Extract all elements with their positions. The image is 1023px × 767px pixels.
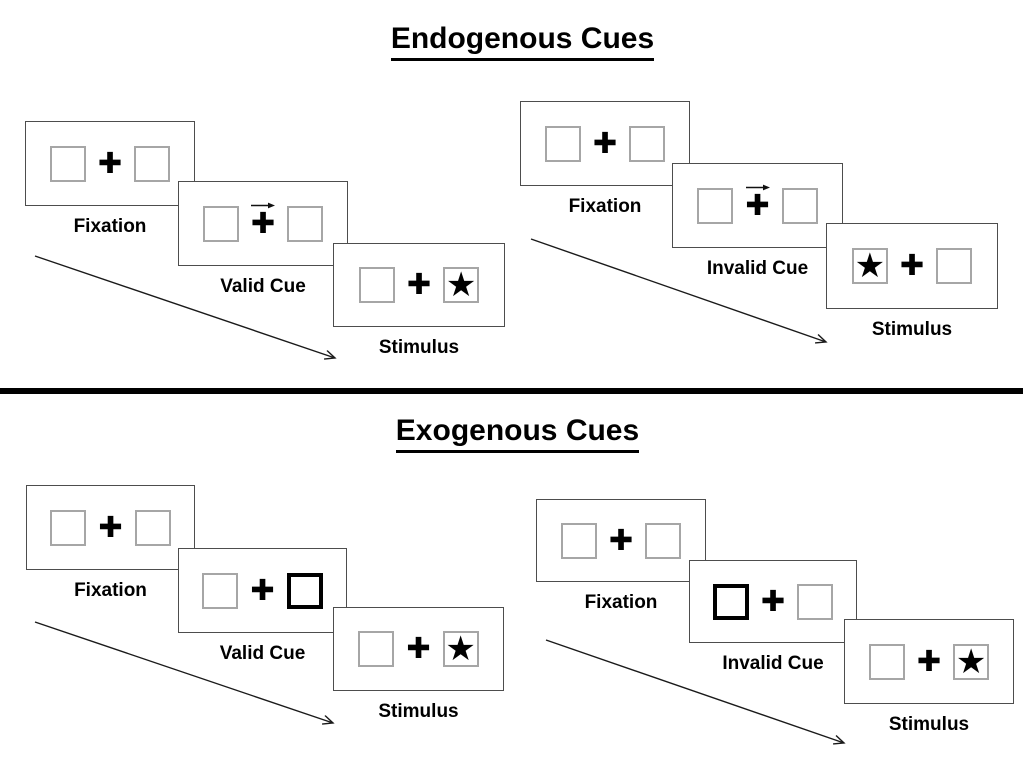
- stimulus-panel: ★ ✚ Stimulus: [826, 223, 998, 340]
- fixation-cross-icon: ✚: [592, 127, 618, 160]
- stimulus-panel: ✚ ★ Stimulus: [844, 619, 1014, 735]
- timeline-arrow-exogenous-valid: [34, 621, 333, 723]
- right-target-box: ★: [442, 630, 479, 668]
- right-placeholder-box: [936, 248, 973, 284]
- right-placeholder-box: [629, 125, 666, 162]
- star-icon: ★: [445, 630, 476, 668]
- screen: ✚: [25, 121, 195, 206]
- screen: ✚ ★: [844, 619, 1014, 704]
- left-highlight-box: [712, 583, 749, 620]
- left-placeholder-box: [202, 572, 239, 609]
- panel-label: Invalid Cue: [722, 653, 824, 674]
- panel-label: Stimulus: [871, 319, 953, 340]
- panel-label: Stimulus: [378, 701, 459, 722]
- left-placeholder-box: [868, 643, 905, 680]
- exogenous-section-title: Exogenous Cues: [6, 414, 1023, 453]
- fixation-panel: ✚ Fixation: [25, 121, 195, 237]
- right-placeholder-box: [134, 145, 171, 182]
- valid-cue-panel: ✚ Valid Cue: [178, 181, 348, 297]
- screen: ✚: [520, 101, 690, 186]
- panel-label: Valid Cue: [219, 643, 306, 664]
- star-icon: ★: [445, 266, 477, 304]
- right-highlight-box: [286, 572, 323, 609]
- fixation-cross-icon: ✚: [608, 524, 634, 557]
- left-target-box: ★: [851, 247, 888, 285]
- fixation-cross-icon: ✚: [250, 574, 275, 607]
- fixation-cross-icon: ✚: [250, 207, 276, 240]
- left-placeholder-box: [49, 145, 86, 182]
- timeline-arrow-endogenous-valid: [34, 255, 335, 358]
- panel-label: Fixation: [73, 216, 147, 237]
- screen: ✚ ★: [333, 243, 505, 327]
- right-arrow-icon: [251, 202, 275, 208]
- fixation-panel: ✚ Fixation: [26, 485, 195, 601]
- star-icon: ★: [955, 642, 987, 681]
- right-placeholder-box: [645, 522, 682, 559]
- screen: ✚: [536, 499, 706, 582]
- star-icon: ★: [854, 247, 886, 285]
- panel-label: Fixation: [74, 580, 147, 601]
- panel-label: Stimulus: [888, 714, 970, 735]
- right-placeholder-box: [781, 187, 818, 224]
- left-placeholder-box: [358, 267, 395, 303]
- fixation-cross-icon: ✚: [899, 250, 925, 282]
- right-placeholder-box: [797, 583, 834, 620]
- fixation-panel: ✚ Fixation: [536, 499, 706, 613]
- left-placeholder-box: [560, 522, 597, 559]
- screen: ✚ ★: [333, 607, 504, 691]
- fixation-cross-icon: ✚: [745, 189, 770, 222]
- stimulus-panel: ✚ ★ Stimulus: [333, 607, 504, 722]
- stimulus-panel: ✚ ★ Stimulus: [333, 243, 505, 358]
- fixation-cross-icon: ✚: [98, 511, 123, 544]
- right-placeholder-box: [287, 205, 324, 242]
- left-placeholder-box: [544, 125, 581, 162]
- left-placeholder-box: [202, 205, 239, 242]
- fixation-panel: ✚ Fixation: [520, 101, 690, 217]
- right-placeholder-box: [134, 509, 171, 546]
- panel-label: Valid Cue: [220, 276, 306, 297]
- panel-label: Invalid Cue: [706, 258, 809, 279]
- screen: ★ ✚: [826, 223, 998, 309]
- fixation-cross-icon: ✚: [97, 147, 123, 180]
- screen: ✚: [178, 548, 347, 633]
- timeline-arrow-endogenous-invalid: [530, 238, 826, 342]
- screen: ✚: [672, 163, 843, 248]
- left-placeholder-box: [697, 187, 734, 224]
- panel-label: Fixation: [584, 592, 658, 613]
- fixation-cross-icon: ✚: [406, 269, 432, 301]
- right-target-box: ★: [443, 266, 480, 304]
- screen: ✚: [689, 560, 857, 643]
- fixation-cross-icon: ✚: [760, 585, 786, 618]
- fixation-cross-icon: ✚: [406, 633, 431, 665]
- left-placeholder-box: [50, 509, 87, 546]
- timeline-arrow-exogenous-invalid: [545, 639, 844, 743]
- screen: ✚: [26, 485, 195, 570]
- fixation-cross-icon: ✚: [916, 645, 942, 678]
- panel-label: Stimulus: [378, 337, 460, 358]
- screen: ✚: [178, 181, 348, 266]
- invalid-cue-panel: ✚ Invalid Cue: [672, 163, 843, 279]
- valid-cue-panel: ✚ Valid Cue: [178, 548, 347, 664]
- endogenous-section-title: Endogenous Cues: [11, 22, 1023, 61]
- panel-label: Fixation: [568, 196, 642, 217]
- section-divider: [0, 388, 1023, 394]
- left-placeholder-box: [358, 631, 395, 667]
- right-arrow-icon: [745, 184, 770, 190]
- right-target-box: ★: [953, 642, 990, 681]
- invalid-cue-panel: ✚ Invalid Cue: [689, 560, 857, 674]
